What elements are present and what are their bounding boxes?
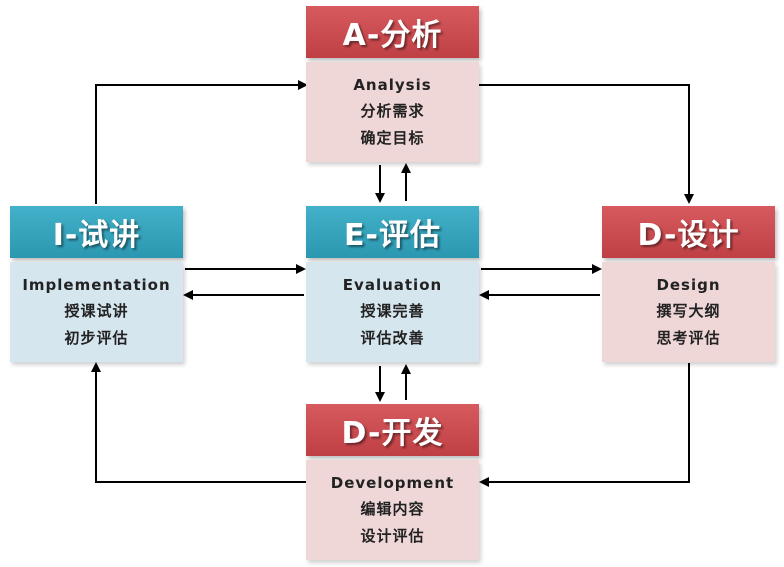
node-design-body: Design 撰写大纲 思考评估 — [602, 262, 775, 362]
node-implementation-title: I-试讲 — [10, 206, 183, 258]
node-analysis-line1: 分析需求 — [360, 102, 425, 120]
node-implementation-en: Implementation — [22, 276, 171, 294]
node-analysis: A-分析 Analysis 分析需求 确定目标 — [306, 6, 479, 162]
arrow-design-to-development — [479, 363, 690, 487]
node-evaluation-line1: 授课完善 — [360, 302, 425, 320]
arrow-implementation-to-analysis — [95, 80, 308, 204]
node-design-title: D-设计 — [602, 206, 775, 258]
node-analysis-en: Analysis — [353, 76, 432, 94]
node-evaluation-line2: 评估改善 — [360, 329, 425, 347]
node-implementation: I-试讲 Implementation 授课试讲 初步评估 — [10, 206, 183, 362]
arrow-development-to-implementation — [91, 362, 306, 483]
node-design-line2: 思考评估 — [656, 329, 721, 347]
node-analysis-line2: 确定目标 — [360, 129, 425, 147]
node-design-line1: 撰写大纲 — [656, 302, 721, 320]
node-evaluation-body: Evaluation 授课完善 评估改善 — [306, 262, 479, 362]
node-analysis-body: Analysis 分析需求 确定目标 — [306, 62, 479, 162]
node-analysis-title: A-分析 — [306, 6, 479, 58]
node-development-body: Development 编辑内容 设计评估 — [306, 460, 479, 560]
node-implementation-line1: 授课试讲 — [64, 302, 129, 320]
node-development-title: D-开发 — [306, 404, 479, 456]
node-implementation-body: Implementation 授课试讲 初步评估 — [10, 262, 183, 362]
node-development: D-开发 Development 编辑内容 设计评估 — [306, 404, 479, 560]
node-evaluation-en: Evaluation — [342, 276, 443, 294]
node-implementation-line2: 初步评估 — [64, 329, 129, 347]
node-design-en: Design — [656, 276, 721, 294]
node-development-line1: 编辑内容 — [360, 500, 425, 518]
node-development-line2: 设计评估 — [360, 527, 425, 545]
node-development-en: Development — [330, 474, 455, 492]
node-evaluation-title: E-评估 — [306, 206, 479, 258]
node-evaluation: E-评估 Evaluation 授课完善 评估改善 — [306, 206, 479, 362]
node-design: D-设计 Design 撰写大纲 思考评估 — [602, 206, 775, 362]
arrow-analysis-to-design — [479, 84, 694, 204]
